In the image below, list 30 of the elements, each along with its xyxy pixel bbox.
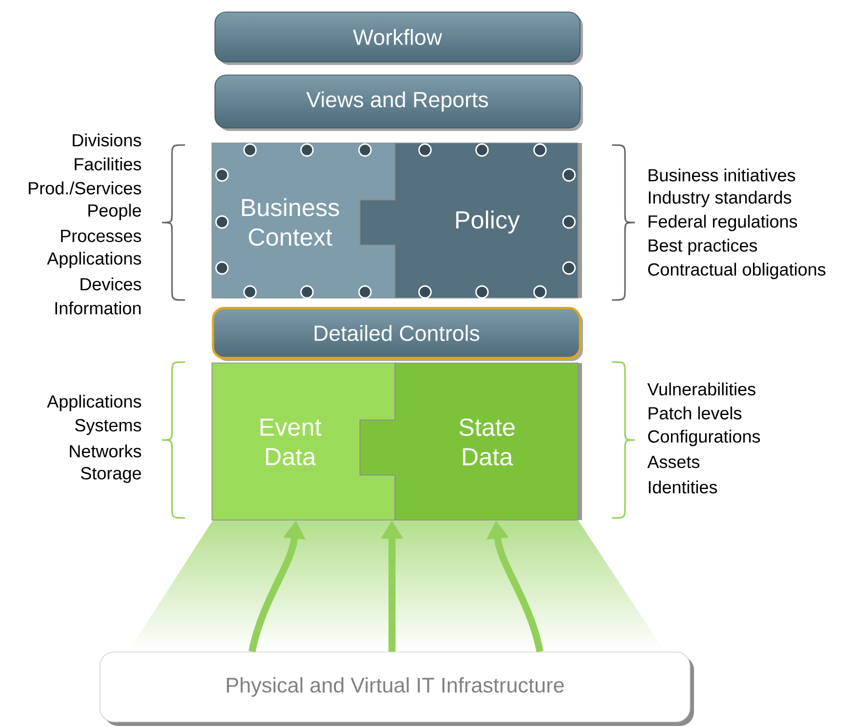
side-label: Industry standards: [648, 190, 792, 208]
side-label: Networks: [70, 444, 142, 458]
side-label: People: [88, 204, 141, 220]
side-label: Identities: [648, 480, 717, 494]
side-label: Systems: [75, 419, 142, 435]
side-label: Facilities: [74, 158, 142, 170]
side-label: Federal regulations: [648, 214, 798, 232]
side-label: Patch levels: [648, 406, 742, 420]
side-label: Assets: [647, 456, 700, 468]
side-label: Configurations: [648, 430, 760, 446]
side-label: Business initiatives: [648, 168, 796, 182]
puzzle-piece: State Data: [360, 362, 582, 520]
side-label: Divisions: [72, 134, 142, 146]
side-label: Information: [55, 302, 141, 314]
layer-bar: Views and Reports: [214, 74, 583, 131]
side-label: Devices: [80, 278, 142, 290]
infrastructure-box: Physical and Virtual IT Infrastructure: [100, 652, 694, 726]
side-label: Best practices: [648, 238, 758, 256]
side-label: Processes: [61, 230, 142, 242]
layer-bar: Detailed Controls: [212, 306, 583, 361]
side-label: Applications: [46, 394, 142, 412]
side-label: Vulnerabilities: [647, 382, 756, 396]
puzzle-piece: Event Data: [212, 362, 396, 520]
layer-bar: Workflow: [214, 12, 583, 65]
side-label: Storage: [80, 467, 141, 483]
side-label: Contractual obligations: [648, 262, 826, 280]
puzzle-piece: Policy: [360, 142, 582, 298]
side-label: Applications: [46, 252, 142, 268]
side-label: Prod./Services: [28, 182, 142, 194]
puzzle-piece: Business Context: [212, 142, 396, 298]
